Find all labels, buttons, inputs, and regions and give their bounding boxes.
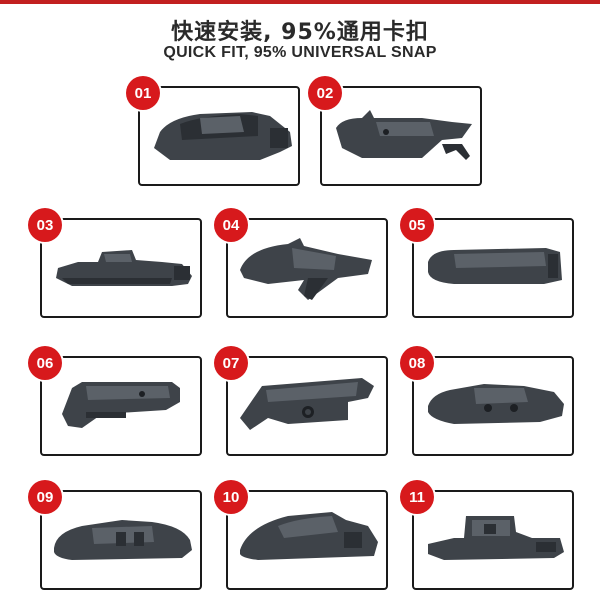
- adapter-clip-icon: [56, 250, 192, 286]
- top-accent-bar: [0, 0, 600, 4]
- adapter-number-badge: 09: [28, 480, 62, 514]
- adapter-card-10: 10: [214, 480, 388, 590]
- page-subtitle: QUICK FIT, 95% UNIVERSAL SNAP: [163, 44, 437, 61]
- adapter-number-badge: 01: [126, 76, 160, 110]
- adapter-card-08: 08: [400, 346, 574, 456]
- adapter-clip-icon: [154, 112, 292, 160]
- adapter-number-badge: 08: [400, 346, 434, 380]
- adapter-clip-icon: [62, 382, 180, 428]
- adapter-card-09: 09: [28, 480, 202, 590]
- adapter-clip-icon: [240, 512, 378, 560]
- adapter-number-badge: 05: [400, 208, 434, 242]
- adapter-number-badge: 04: [214, 208, 248, 242]
- adapter-number-badge: 06: [28, 346, 62, 380]
- adapter-clip-icon: [240, 238, 372, 300]
- page-title: 快速安装, 95%通用卡扣: [171, 20, 429, 45]
- adapter-clip-icon: [336, 110, 472, 160]
- adapter-card-03: 03: [28, 208, 202, 318]
- adapter-card-06: 06: [28, 346, 202, 456]
- adapter-card-01: 01: [126, 76, 300, 186]
- adapter-clip-icon: [428, 516, 564, 560]
- adapter-card-07: 07: [214, 346, 388, 456]
- adapter-number-badge: 02: [308, 76, 342, 110]
- adapter-clip-icon: [428, 384, 564, 424]
- adapter-card-05: 05: [400, 208, 574, 318]
- adapter-number-badge: 07: [214, 346, 248, 380]
- adapter-clip-icon: [428, 248, 562, 284]
- adapter-number-badge: 11: [400, 480, 434, 514]
- adapter-clip-icon: [240, 378, 374, 430]
- adapter-clip-icon: [54, 520, 192, 560]
- adapter-card-04: 04: [214, 208, 388, 318]
- adapter-card-02: 02: [308, 76, 482, 186]
- adapter-number-badge: 03: [28, 208, 62, 242]
- adapter-number-badge: 10: [214, 480, 248, 514]
- adapter-card-11: 11: [400, 480, 574, 590]
